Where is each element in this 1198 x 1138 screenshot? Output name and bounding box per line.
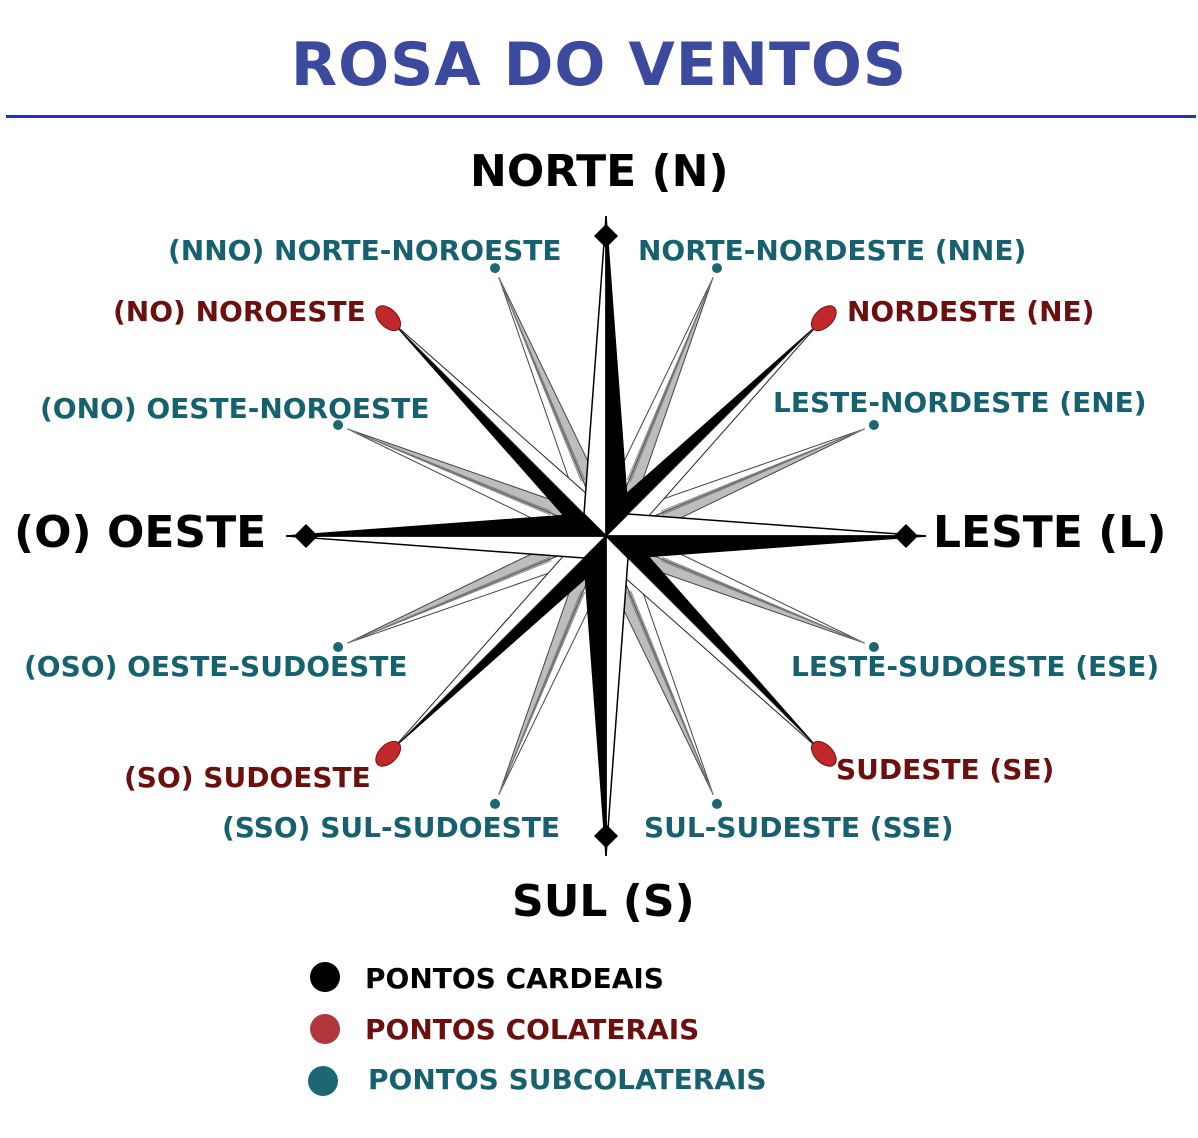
ray-card-n-light xyxy=(583,215,607,538)
ray-sub-nno-line-4 xyxy=(498,277,586,481)
legend-subcollateral-dot xyxy=(308,1066,338,1096)
cardinal-marker-e xyxy=(894,524,918,548)
label-ono: (ONO) OESTE-NOROESTE xyxy=(40,392,430,425)
label-south: SUL (S) xyxy=(512,876,695,927)
subcollateral-dot-oso xyxy=(333,641,344,652)
ray-col-se-light xyxy=(605,535,823,753)
collateral-tip-sw xyxy=(375,740,402,767)
ray-sub-ono-line-4 xyxy=(347,428,552,512)
ray-sub-ese-line-4 xyxy=(660,560,865,644)
ray-card-s-dark xyxy=(583,534,607,857)
legend-cardinal-dot xyxy=(310,962,340,992)
label-sso: (SSO) SUL-SUDOESTE xyxy=(222,811,561,844)
ray-sub-ene-line-4 xyxy=(661,428,865,516)
subcollateral-dot-ono xyxy=(333,420,344,431)
collateral-rays xyxy=(389,319,823,753)
cardinal-marker-w xyxy=(294,524,318,548)
cardinal-rays xyxy=(285,215,927,857)
label-nno: (NNO) NORTE-NOROESTE xyxy=(168,234,562,267)
ray-tips xyxy=(294,224,918,848)
title-underline xyxy=(6,115,1196,118)
ray-card-w-dark xyxy=(285,513,608,537)
subcollateral-rays xyxy=(347,277,865,795)
label-oso: (OSO) OESTE-SUDOESTE xyxy=(24,650,408,683)
label-northeast: NORDESTE (NE) xyxy=(847,295,1095,328)
ray-sub-nne-line-4 xyxy=(630,277,714,482)
label-ene: LESTE-NORDESTE (ENE) xyxy=(773,386,1147,419)
ray-col-nw-light xyxy=(389,319,607,537)
subcollateral-dot-ese xyxy=(868,641,879,652)
ray-card-e-dark xyxy=(604,535,927,559)
collateral-tip-se xyxy=(810,740,837,767)
label-north: NORTE (N) xyxy=(470,146,729,197)
legend-cardinal-label: PONTOS CARDEAIS xyxy=(365,962,664,995)
legend-subcollateral-label: PONTOS SUBCOLATERAIS xyxy=(368,1063,767,1096)
ray-card-s-light xyxy=(605,534,629,857)
ray-sub-oso-line-4 xyxy=(347,556,551,644)
ray-col-ne-light xyxy=(605,319,823,537)
ray-col-sw-light xyxy=(389,535,607,753)
cardinal-marker-s xyxy=(594,824,618,848)
label-nne: NORTE-NORDESTE (NNE) xyxy=(638,234,1027,267)
subcollateral-dot-nne xyxy=(711,263,722,274)
label-northwest: (NO) NOROESTE xyxy=(113,295,366,328)
legend-collateral-label: PONTOS COLATERAIS xyxy=(365,1013,700,1046)
collateral-tip-ne xyxy=(810,305,837,332)
subcollateral-dot-nno xyxy=(490,263,501,274)
subcollateral-dot-ene xyxy=(868,420,879,431)
collateral-tip-nw xyxy=(375,305,402,332)
ray-card-e-light xyxy=(604,513,927,537)
label-west: (O) OESTE xyxy=(14,507,267,558)
ray-card-w-light xyxy=(285,535,608,559)
ray-card-n-dark xyxy=(605,215,629,538)
legend-collateral-dot xyxy=(310,1014,340,1044)
subcollateral-dot-sso xyxy=(490,798,501,809)
page-title: ROSA DO VENTOS xyxy=(290,30,908,100)
subcollateral-dot-sse xyxy=(711,798,722,809)
label-southwest: (SO) SUDOESTE xyxy=(124,761,371,794)
label-east: LESTE (L) xyxy=(933,507,1167,558)
ray-sub-sso-line-4 xyxy=(498,590,582,795)
cardinal-marker-n xyxy=(594,224,618,248)
label-sse: SUL-SUDESTE (SSE) xyxy=(644,811,954,844)
ray-sub-sse-line-4 xyxy=(626,591,714,795)
label-ese: LESTE-SUDOESTE (ESE) xyxy=(791,650,1160,683)
label-southeast: SUDESTE (SE) xyxy=(836,753,1055,786)
